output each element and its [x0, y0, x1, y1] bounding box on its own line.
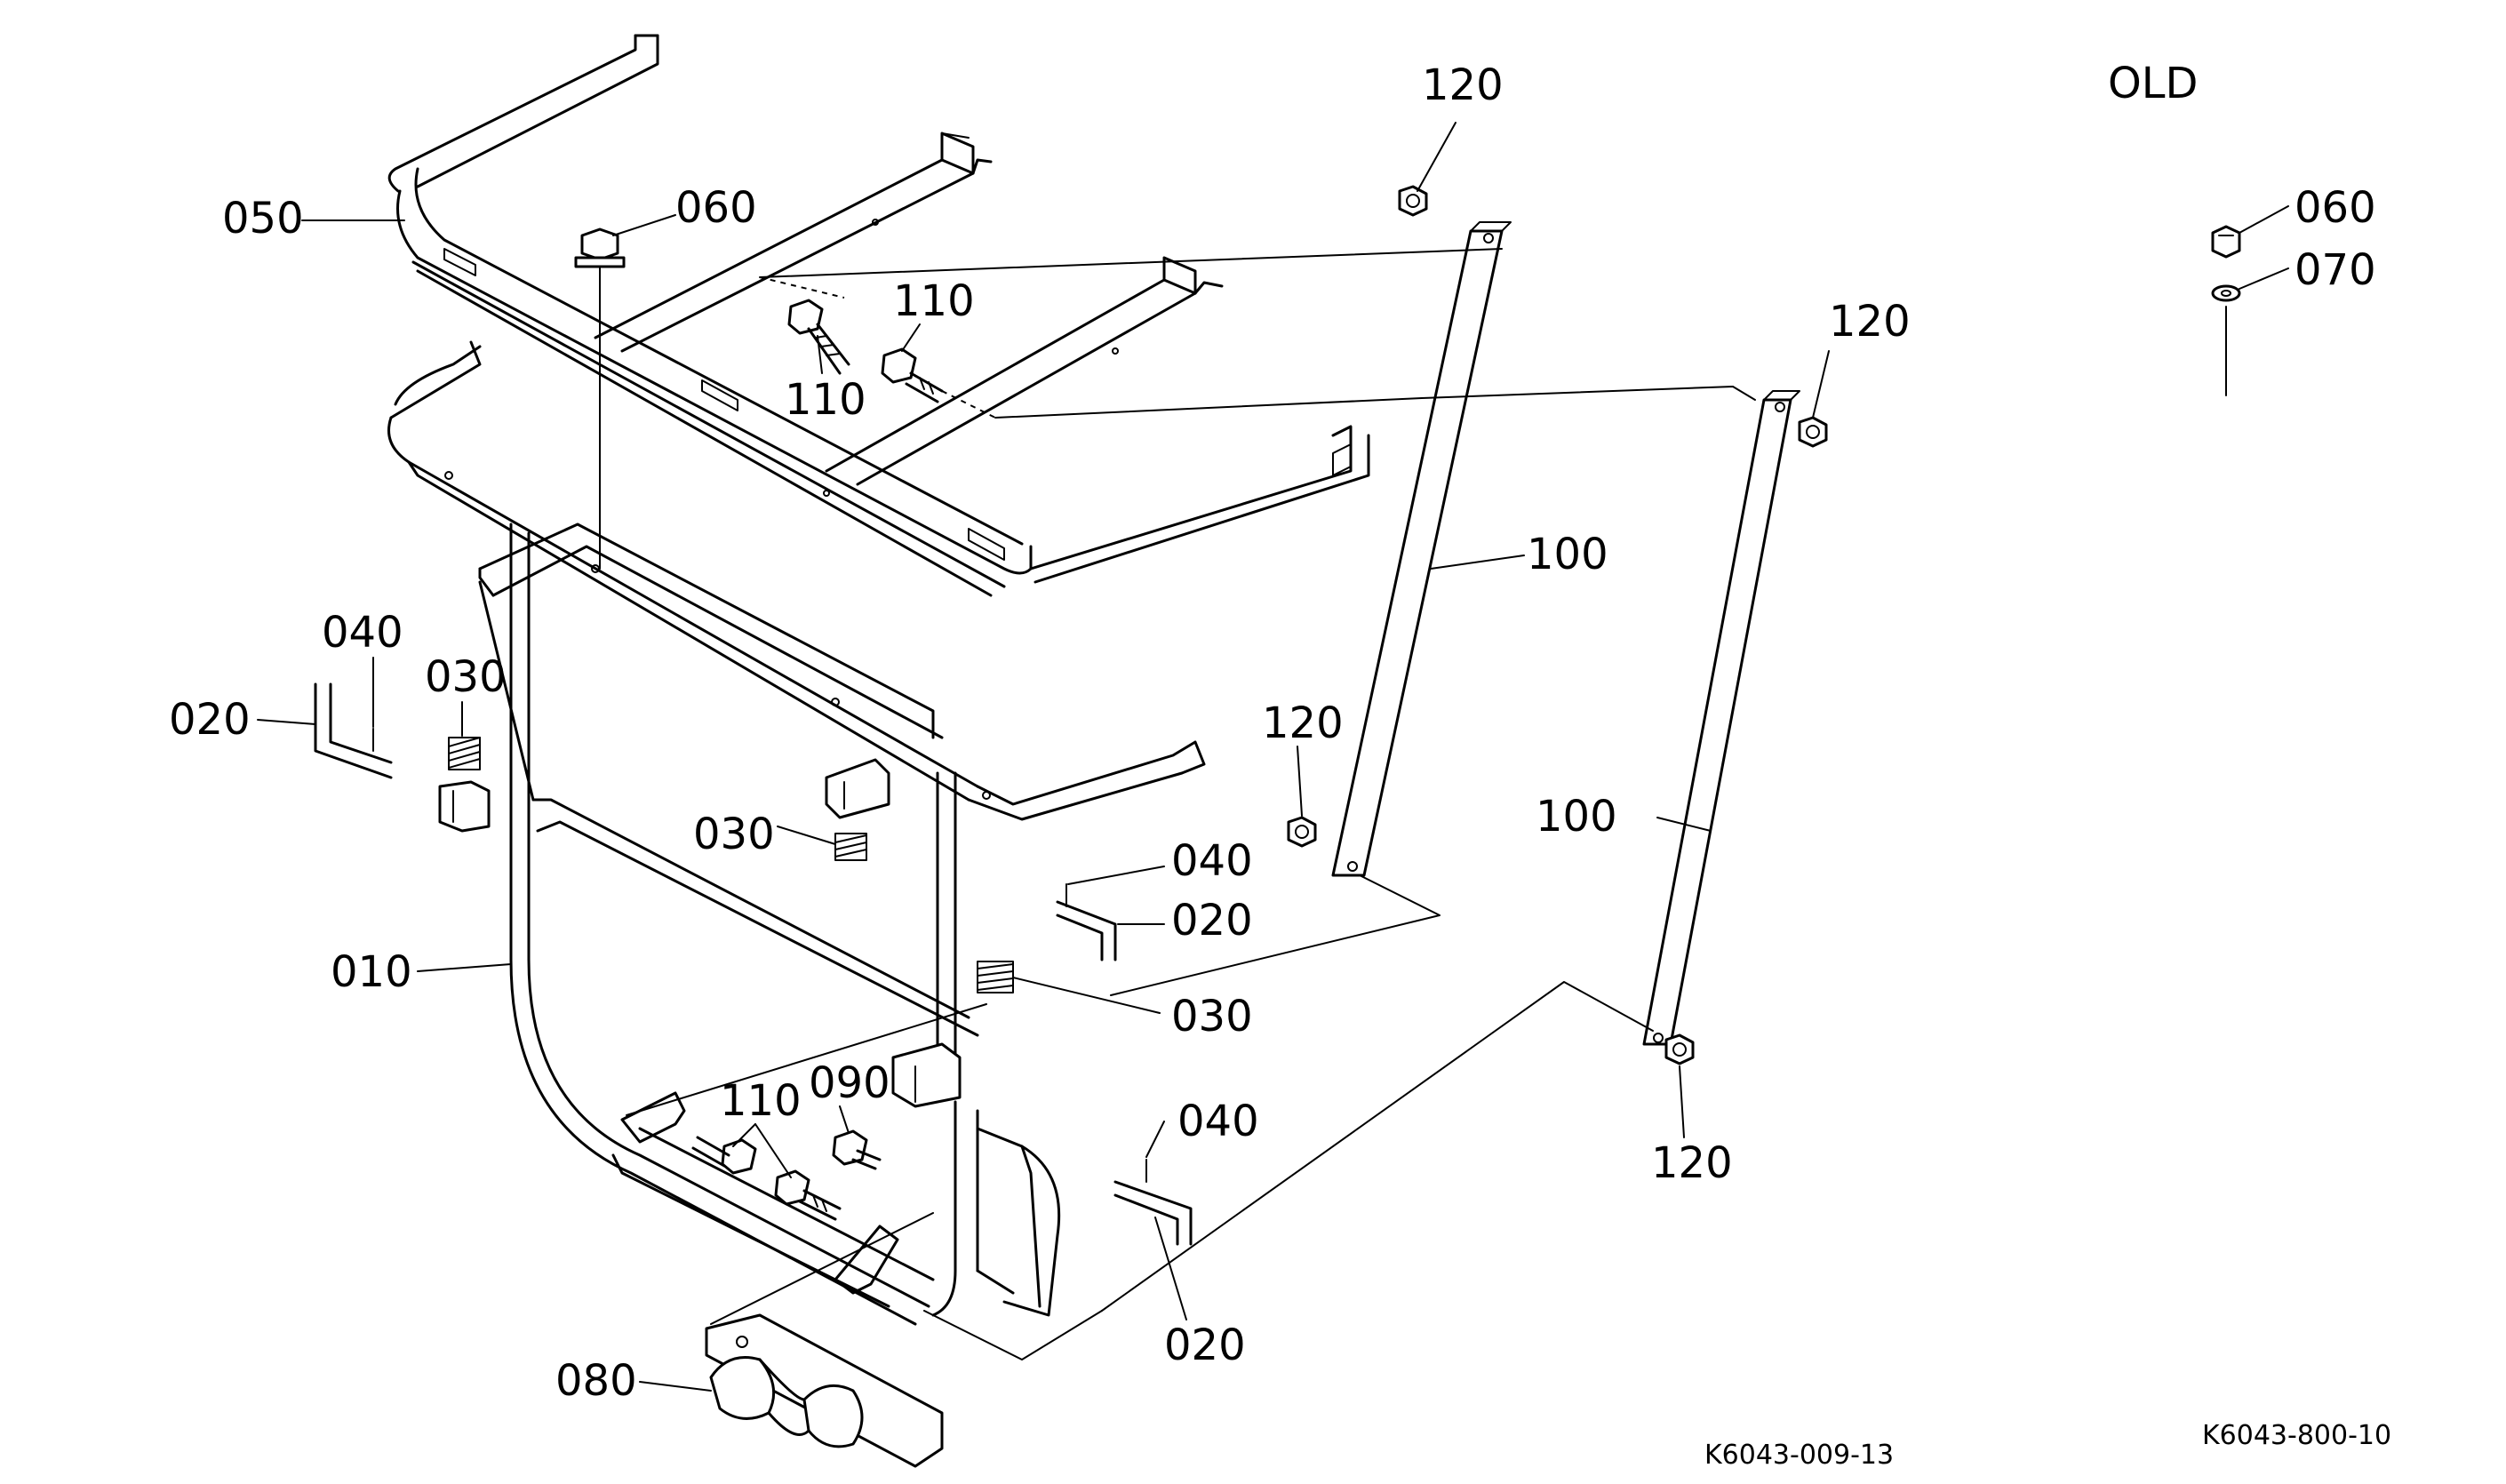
bolt-110-lower-b	[774, 1169, 842, 1221]
nut-120-mid	[1287, 816, 1317, 848]
middle-frame	[387, 340, 1206, 821]
spring-030-lower	[977, 961, 1014, 993]
label-110-lower: 110	[720, 1076, 802, 1126]
label-120-mid: 120	[1262, 698, 1344, 748]
brackets	[438, 758, 962, 1108]
clamp-080	[705, 1313, 944, 1468]
label-100-right: 100	[1536, 792, 1617, 842]
nut-120-right-top	[1798, 416, 1828, 448]
bolt-110-lower-a	[691, 1136, 757, 1175]
label-060-main: 060	[675, 183, 757, 233]
drawing-code-detail: K6043-800-10	[2202, 1420, 2391, 1451]
label-090: 090	[809, 1058, 890, 1108]
label-070: 070	[2295, 245, 2376, 295]
nut-120-bottom	[1664, 1033, 1695, 1065]
bolt-110-upper	[787, 299, 850, 375]
label-030-mid: 030	[693, 810, 775, 859]
bolt-060-main	[574, 227, 626, 570]
label-050: 050	[222, 194, 304, 243]
support-rods-100	[1331, 221, 1800, 1046]
label-030-lower: 030	[1171, 992, 1253, 1041]
label-100-left: 100	[1527, 530, 1608, 579]
drawing-code-main: K6043-009-13	[1704, 1440, 1894, 1471]
bolts	[574, 227, 944, 1221]
label-040-mid: 040	[1171, 836, 1253, 886]
cross-members	[594, 132, 1224, 497]
label-110-mid: 110	[785, 375, 866, 425]
rod-100-left	[1331, 221, 1512, 877]
nuts-120	[1287, 185, 1828, 1065]
label-120-top: 120	[1422, 60, 1504, 110]
labels: OLD 120 050 060 110 110 120 100 040 030 …	[169, 59, 2391, 1471]
label-020-left: 020	[169, 695, 251, 745]
spring-030-left	[448, 737, 481, 770]
spring-030-mid	[834, 833, 867, 861]
label-120-right-top: 120	[1829, 297, 1911, 347]
bolt-090	[832, 1129, 882, 1170]
label-040-lower: 040	[1177, 1097, 1259, 1146]
rod-100-right	[1642, 390, 1800, 1046]
pins-020-040	[314, 682, 1193, 1246]
nut-120-top	[1398, 185, 1428, 217]
label-060-detail: 060	[2295, 183, 2376, 233]
label-020-lower: 020	[1164, 1320, 1246, 1370]
label-030-left: 030	[425, 652, 507, 702]
label-020-mid: 020	[1171, 896, 1253, 945]
bolt-110-mid	[881, 347, 944, 403]
variant-label: OLD	[2108, 59, 2198, 108]
label-040-left: 040	[322, 608, 403, 658]
label-010: 010	[331, 947, 412, 997]
main-frame-010	[478, 523, 1061, 1326]
detail-old-bolt	[2211, 225, 2241, 396]
label-120-bottom: 120	[1651, 1138, 1733, 1188]
upper-frame-050	[387, 34, 1370, 597]
label-110-upper: 110	[893, 276, 975, 326]
leader-lines	[257, 122, 2289, 1392]
label-080: 080	[555, 1356, 637, 1406]
